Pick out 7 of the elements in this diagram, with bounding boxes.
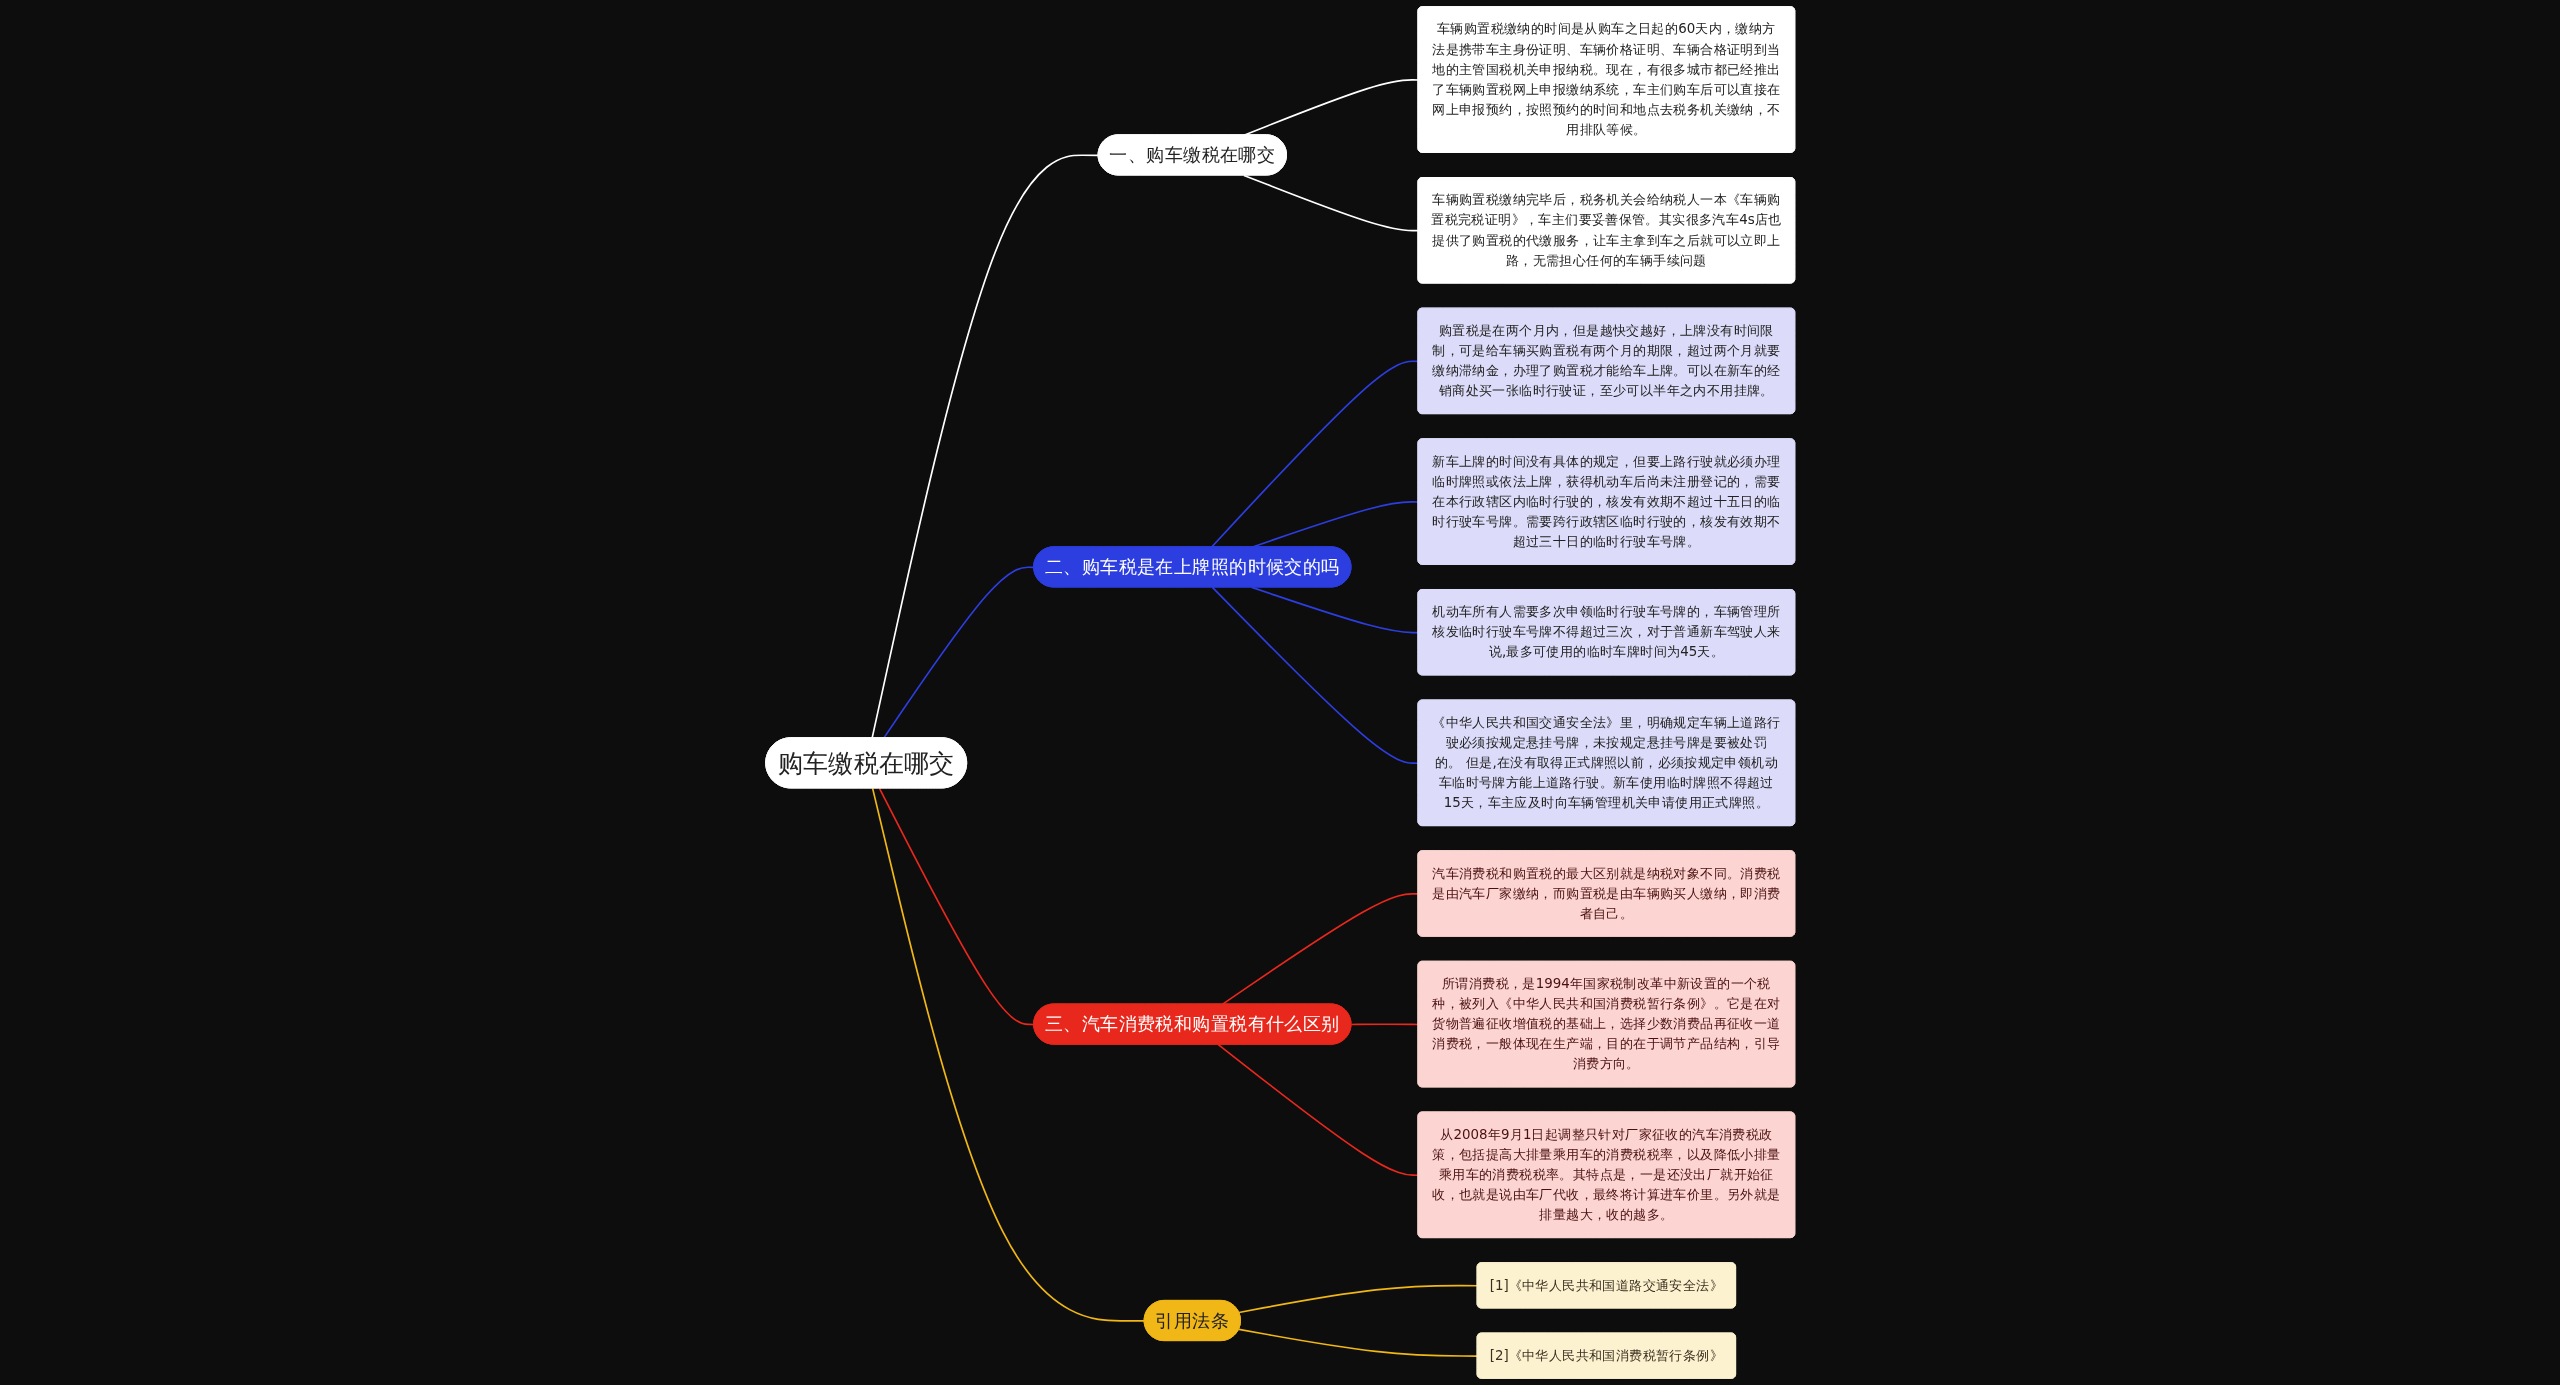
connector [1217, 1043, 1419, 1177]
connector [871, 154, 1100, 739]
connector [882, 566, 1035, 739]
connector [1350, 1023, 1419, 1026]
connector [1250, 586, 1419, 634]
connector [878, 787, 1035, 1026]
connector [1211, 586, 1419, 765]
